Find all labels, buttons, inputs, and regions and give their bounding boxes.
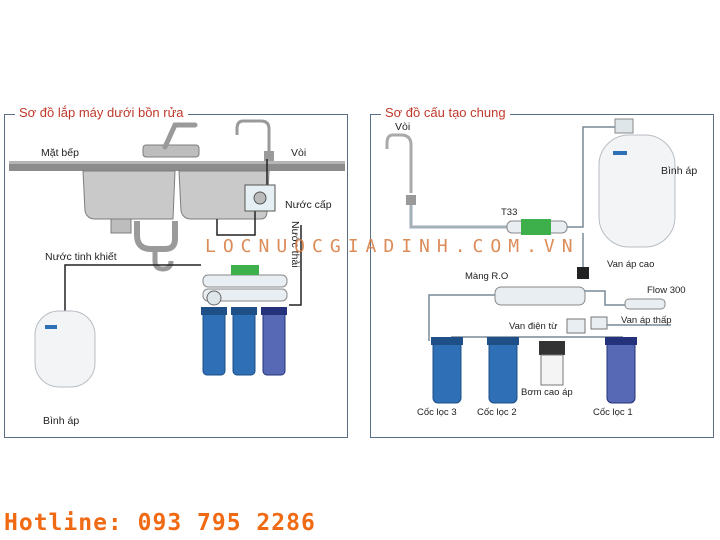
sink-faucet bbox=[142, 144, 200, 158]
ro-faucet bbox=[235, 119, 271, 159]
label-faucet-right: Vòi bbox=[395, 121, 411, 133]
label-flow: Flow 300 bbox=[647, 285, 686, 296]
label-tank-right: Bình áp bbox=[661, 165, 698, 177]
counter-top bbox=[9, 161, 345, 171]
label-high-pressure-valve: Van áp cao bbox=[607, 259, 655, 270]
under-sink-diagram bbox=[9, 119, 345, 388]
label-filter2: Cốc lọc 2 bbox=[477, 407, 517, 418]
filter-housing-3 bbox=[262, 310, 286, 376]
structure-diagram bbox=[385, 118, 676, 404]
flow-restrictor bbox=[624, 298, 666, 310]
pressure-tank bbox=[34, 310, 96, 388]
label-filter1: Cốc lọc 1 bbox=[593, 407, 633, 418]
label-water-in: Nước cấp bbox=[285, 199, 332, 211]
label-tank-left: Bình áp bbox=[43, 415, 80, 427]
label-pure-water: Nước tinh khiết bbox=[45, 251, 117, 263]
label-faucet-left: Vòi bbox=[291, 147, 307, 159]
general-structure-panel: Sơ đồ cấu tạo chung bbox=[370, 105, 714, 438]
filter-housing-2 bbox=[232, 310, 256, 376]
label-waste-water: Nước thải bbox=[289, 221, 301, 268]
high-pressure-valve bbox=[577, 267, 589, 279]
filter-cup-3 bbox=[432, 340, 462, 404]
label-filter3: Cốc lọc 3 bbox=[417, 407, 457, 418]
label-low-pressure-valve: Van áp thấp bbox=[621, 315, 672, 326]
label-ro-membrane: Màng R.O bbox=[465, 271, 509, 282]
faucet bbox=[385, 133, 413, 193]
hotline-text: Hotline: 093 795 2286 bbox=[4, 510, 316, 536]
website-watermark: LOCNUOCGIADINH.COM.VN bbox=[205, 236, 580, 257]
ro-membrane-housing bbox=[202, 274, 288, 288]
booster-pump bbox=[539, 341, 565, 386]
under-sink-installation-panel: Sơ đồ lắp máy dưới bồn rửa bbox=[4, 105, 348, 438]
filter-cup-2 bbox=[488, 340, 518, 404]
filter-housing-1 bbox=[202, 310, 226, 376]
label-t33: T33 bbox=[501, 207, 518, 218]
left-panel-title: Sơ đồ lắp máy dưới bồn rửa bbox=[15, 105, 188, 120]
right-panel-title: Sơ đồ cấu tạo chung bbox=[381, 105, 510, 120]
sink-basin-left bbox=[82, 170, 176, 220]
label-solenoid-valve: Van điện từ bbox=[509, 321, 558, 332]
drain-pipe bbox=[110, 218, 132, 234]
label-pump: Bơm cao áp bbox=[521, 387, 573, 398]
solenoid-valve bbox=[566, 318, 586, 334]
ro-membrane bbox=[494, 286, 586, 306]
low-pressure-valve bbox=[590, 316, 608, 330]
filter-cup-1 bbox=[606, 340, 636, 404]
label-counter: Mặt bếp bbox=[41, 147, 79, 159]
pressure-tank bbox=[598, 118, 676, 248]
